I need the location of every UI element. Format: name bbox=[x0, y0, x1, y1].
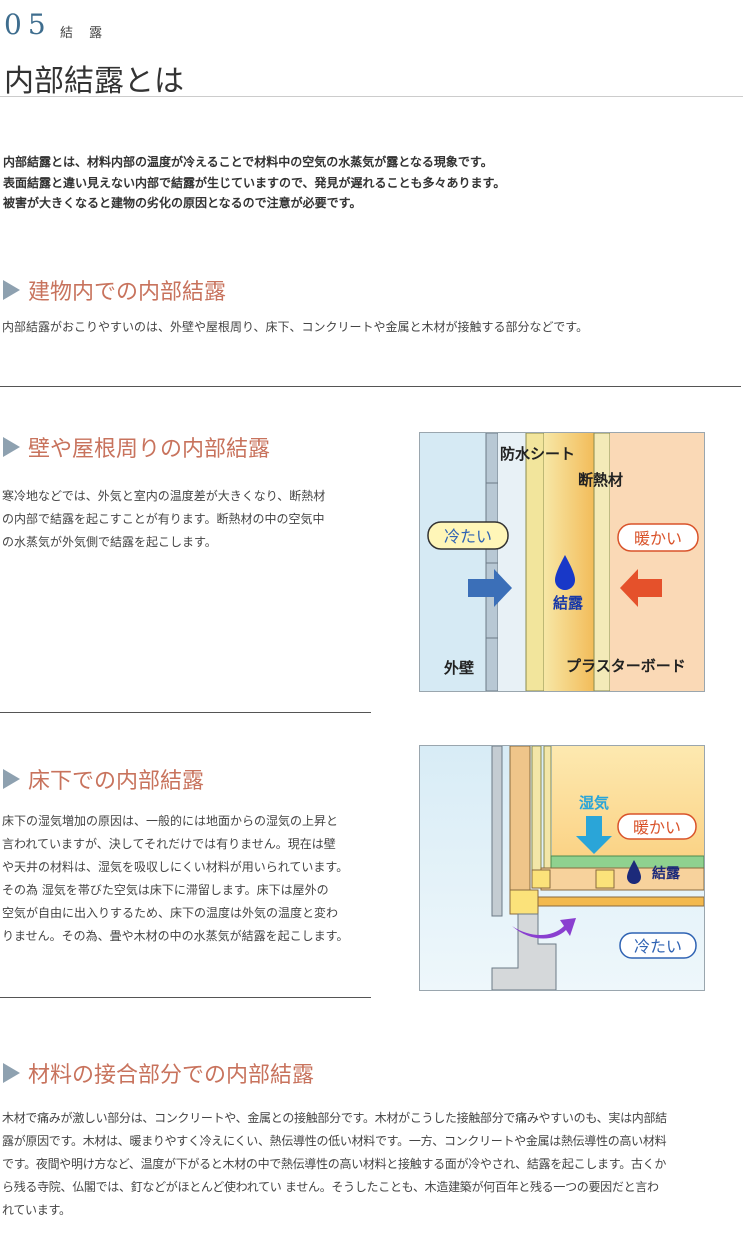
label-cold: 冷たい bbox=[444, 527, 492, 546]
warm-badge bbox=[617, 523, 699, 552]
text-line: 言われていますが、決してそれだけでは有りません。現在は壁 bbox=[2, 837, 336, 851]
triangle-bullet-icon bbox=[3, 1063, 20, 1083]
label-outer-wall: 外壁 bbox=[443, 659, 474, 677]
label-cold: 冷たい bbox=[634, 937, 682, 956]
triangle-bullet-icon bbox=[3, 769, 20, 789]
waterproof-sheet-layer bbox=[525, 433, 545, 691]
section-subtitle: 結 露 bbox=[60, 26, 109, 41]
intro-paragraph: 内部結露とは、材料内部の温度が冷えることで材料中の空気の水蒸気が露となる現象です… bbox=[3, 152, 743, 214]
section-text-floor: 床下の湿気増加の原因は、一般的には地面からの湿気の上昇と 言われていますが、決し… bbox=[2, 810, 382, 948]
title-divider bbox=[0, 96, 743, 97]
floor-condensation-diagram: 湿気 暖かい 結露 冷たい bbox=[419, 745, 705, 991]
cold-badge bbox=[619, 932, 697, 959]
insulation-layer bbox=[544, 433, 594, 691]
intro-line: 内部結露とは、材料内部の温度が冷えることで材料中の空気の水蒸気が露となる現象です… bbox=[3, 155, 493, 169]
section-heading-text: 材料の接合部分での内部結露 bbox=[28, 1063, 315, 1088]
triangle-bullet-icon bbox=[3, 280, 20, 300]
text-line: の水蒸気が外気側で結露を起こします。 bbox=[2, 535, 217, 549]
section-heading-text: 建物内での内部結露 bbox=[28, 280, 227, 305]
text-line: 寒冷地などでは、外気と室内の温度差が大きくなり、断熱材 bbox=[2, 489, 326, 503]
text-line: の内部で結露を起こすことが有ります。断熱材の中の空気中 bbox=[2, 512, 325, 526]
label-insulation: 断熱材 bbox=[578, 471, 623, 489]
label-condensation: 結露 bbox=[652, 865, 681, 882]
text-line: 内部結露がおこりやすいのは、外壁や屋根周り、床下、コンクリートや金属と木材が接触… bbox=[2, 320, 589, 334]
section-divider bbox=[0, 386, 741, 387]
section-divider bbox=[0, 997, 371, 998]
wall-condensation-diagram: 防水シート 断熱材 冷たい 暖かい 結露 外壁 プラスターボード bbox=[419, 432, 705, 692]
text-line: ら残る寺院、仏閣では、釘などがほとんど使われてい ません。そうしたことも、木造建… bbox=[2, 1180, 659, 1194]
section-heading-text: 床下での内部結露 bbox=[28, 769, 205, 794]
section-divider bbox=[0, 712, 371, 713]
section-text-wall: 寒冷地などでは、外気と室内の温度差が大きくなり、断熱材 の内部で結露を起こすこと… bbox=[2, 485, 372, 554]
water-drop-icon bbox=[627, 860, 641, 884]
concrete-foundation bbox=[491, 913, 557, 990]
outer-wall-siding bbox=[485, 433, 499, 691]
text-line: 空気が自由に出入りするため、床下の温度は外気の温度と変わ bbox=[2, 906, 339, 920]
air-flow-arrow-icon bbox=[512, 918, 576, 939]
tatami-layer bbox=[550, 855, 704, 869]
text-line: や天井の材料は、湿気を吸収しにくい材料が用いられています。 bbox=[2, 860, 349, 874]
intro-line: 被害が大きくなると建物の劣化の原因となるので注意が必要です。 bbox=[3, 196, 362, 210]
section-heading-joint: 材料の接合部分での内部結露 bbox=[0, 1057, 314, 1089]
wall-diagram-svg: 防水シート 断熱材 冷たい 暖かい 結露 外壁 プラスターボード bbox=[420, 433, 704, 691]
exterior-wall bbox=[491, 746, 503, 917]
text-line: れています。 bbox=[2, 1203, 71, 1217]
text-line: 木材で痛みが激しい部分は、コンクリートや、金属との接触部分です。木材がこうした接… bbox=[2, 1111, 667, 1125]
humidity-arrow-icon bbox=[576, 816, 612, 854]
label-condensation: 結露 bbox=[553, 594, 584, 612]
indoor-air-area bbox=[610, 433, 704, 691]
label-warm: 暖かい bbox=[633, 818, 681, 837]
label-waterproof: 防水シート bbox=[500, 445, 575, 463]
section-heading-building: 建物内での内部結露 bbox=[0, 274, 226, 306]
section-text-joint: 木材で痛みが激しい部分は、コンクリートや、金属との接触部分です。木材がこうした接… bbox=[2, 1107, 743, 1222]
section-heading-floor: 床下での内部結露 bbox=[0, 763, 204, 795]
water-drop-icon bbox=[555, 555, 575, 590]
text-line: その為 湿気を帯びた空気は床下に滞留します。床下は屋外の bbox=[2, 883, 329, 897]
section-heading-text: 壁や屋根周りの内部結露 bbox=[28, 437, 271, 462]
cold-badge bbox=[427, 521, 509, 550]
intro-line: 表面結露と違い見えない内部で結露が生じていますので、発見が遅れることも多々ありま… bbox=[3, 175, 506, 190]
warm-arrow-icon bbox=[620, 569, 662, 607]
label-humidity: 湿気 bbox=[579, 794, 609, 812]
cold-arrow-icon bbox=[468, 569, 512, 607]
section-text-building: 内部結露がおこりやすいのは、外壁や屋根周り、床下、コンクリートや金属と木材が接触… bbox=[2, 316, 742, 339]
floor-joist bbox=[537, 896, 704, 907]
floor-diagram-svg: 湿気 暖かい 結露 冷たい bbox=[420, 746, 704, 990]
air-gap bbox=[498, 433, 526, 691]
triangle-bullet-icon bbox=[3, 437, 20, 457]
text-line: りません。その為、畳や木材の中の水蒸気が結露を起こします。 bbox=[2, 929, 349, 943]
page-title: 内部結露とは bbox=[4, 64, 184, 99]
label-warm: 暖かい bbox=[634, 529, 682, 548]
wall-stud bbox=[509, 746, 531, 892]
outside-air-area bbox=[420, 433, 486, 691]
text-line: 床下の湿気増加の原因は、一般的には地面からの湿気の上昇と bbox=[2, 814, 339, 828]
warm-badge bbox=[617, 813, 697, 840]
section-number: 05 bbox=[4, 8, 52, 41]
text-line: です。夜間や明け方など、温度が下がると木材の中で熱伝導性の高い材料と接触する面が… bbox=[2, 1157, 667, 1171]
sill-beam bbox=[509, 889, 539, 915]
label-plaster-board: プラスターボード bbox=[566, 657, 686, 675]
section-heading-wall: 壁や屋根周りの内部結露 bbox=[0, 431, 270, 463]
text-line: 露が原因です。木材は、暖まりやすく冷えにくい、熱伝導性の低い材料です。一方、コン… bbox=[2, 1134, 667, 1148]
